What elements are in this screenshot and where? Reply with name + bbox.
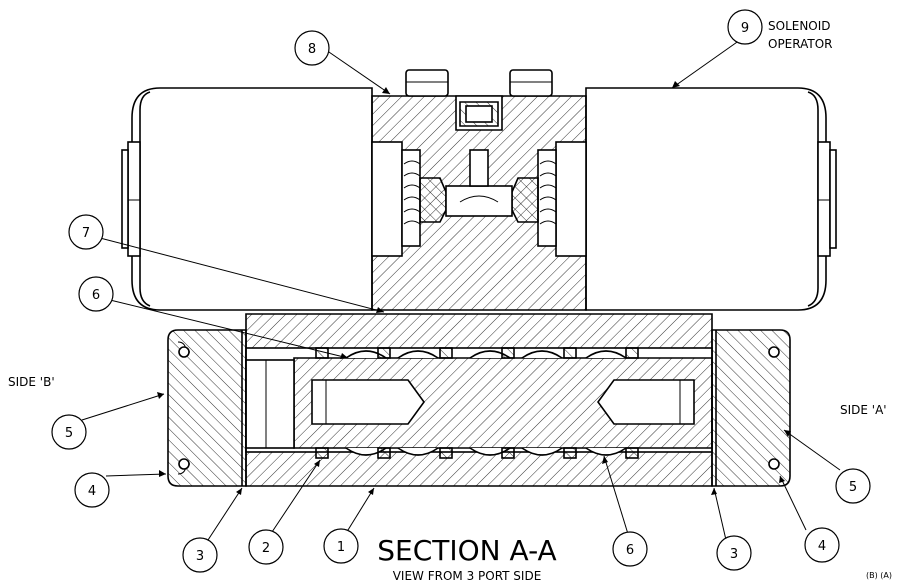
- side-a-label: SIDE 'A': [840, 403, 887, 417]
- balloon-4-right: 4: [804, 527, 840, 563]
- leaders: [81, 39, 841, 541]
- solenoid-label-line2: OPERATOR: [768, 37, 833, 51]
- balloon-8: 8: [294, 30, 330, 66]
- side-b-label: SIDE 'B': [8, 375, 55, 389]
- solenoid-label-line1: SOLENOID: [768, 19, 831, 33]
- balloon-4-left: 4: [74, 472, 110, 508]
- left-end-cap: [167, 329, 247, 487]
- svg-text:1: 1: [337, 540, 345, 555]
- balloon-5-right: 5: [835, 468, 871, 504]
- balloon-9: 9: [727, 9, 763, 45]
- svg-text:2: 2: [262, 541, 270, 556]
- balloon-3-right: 3: [716, 535, 752, 571]
- balloon-6-right: 6: [612, 531, 648, 567]
- balloon-5-left: 5: [51, 414, 87, 450]
- right-end-cap: [711, 329, 791, 487]
- svg-text:6: 6: [92, 288, 100, 303]
- svg-text:9: 9: [741, 21, 749, 36]
- svg-text:8: 8: [308, 42, 316, 57]
- section-title: SECTION A-A: [377, 534, 556, 567]
- valve-body: [167, 313, 791, 487]
- left-coil-housing: [131, 87, 373, 311]
- balloon-3-left: 3: [182, 537, 218, 573]
- svg-text:4: 4: [818, 539, 826, 554]
- svg-text:5: 5: [65, 426, 73, 441]
- balloon-6-left: 6: [78, 276, 114, 312]
- balloon-2: 2: [248, 529, 284, 565]
- svg-text:3: 3: [730, 547, 738, 562]
- balloon-1: 1: [323, 528, 359, 564]
- svg-text:3: 3: [196, 549, 204, 564]
- svg-text:5: 5: [849, 480, 857, 495]
- svg-text:4: 4: [88, 484, 96, 499]
- corner-label: (B) (A): [866, 571, 892, 580]
- balloon-7: 7: [68, 214, 104, 250]
- solenoid-operator: [121, 69, 837, 311]
- section-subtitle: VIEW FROM 3 PORT SIDE: [393, 569, 542, 583]
- right-coil-housing: [585, 87, 827, 311]
- balloon-callouts: 8 9 7 6 5 4 3 2: [51, 9, 871, 573]
- svg-text:7: 7: [82, 226, 90, 241]
- svg-text:6: 6: [626, 543, 634, 558]
